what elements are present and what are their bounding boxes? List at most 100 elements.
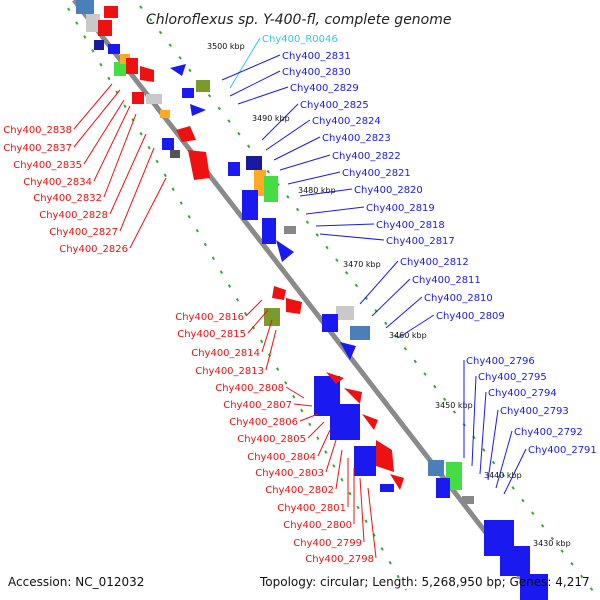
tick-labels: 3500 kbp 3490 kbp 3480 kbp 3470 kbp 3460… — [207, 42, 571, 548]
leader-line — [245, 299, 263, 317]
gene-label-right[interactable]: Chy400_2829 — [290, 83, 359, 94]
gene-label-right[interactable]: Chy400_2812 — [400, 257, 469, 268]
leader-line — [247, 309, 269, 334]
gene-label-left[interactable]: Chy400_2828 — [39, 210, 108, 221]
tick-label: 3460 kbp — [389, 331, 427, 340]
gene-block — [322, 314, 338, 332]
gene-label-left[interactable]: Chy400_2803 — [255, 468, 324, 479]
gene-label-right[interactable]: Chy400_2791 — [528, 445, 597, 456]
leader-line — [317, 429, 331, 457]
gene-block — [98, 20, 112, 36]
tick-line-right — [139, 5, 600, 600]
leader-line — [285, 386, 305, 399]
gene-arrow — [140, 66, 154, 82]
gene-label-left[interactable]: Chy400_2826 — [59, 244, 128, 255]
gene-block — [170, 150, 180, 158]
gene-label-right[interactable]: Chy400_2822 — [332, 151, 401, 162]
leader-line — [359, 477, 365, 543]
leader-line — [315, 223, 375, 227]
gene-label-left[interactable]: Chy400_2814 — [191, 348, 260, 359]
gene-label-left[interactable]: Chy400_2816 — [175, 312, 244, 323]
gene-block — [254, 170, 266, 196]
gene-block — [162, 138, 174, 150]
gene-arrow — [188, 150, 210, 180]
leader-line — [367, 487, 377, 559]
tick-label: 3470 kbp — [343, 260, 381, 269]
gene-label-right[interactable]: Chy400_2830 — [282, 67, 351, 78]
leader-line — [265, 119, 311, 151]
leader-line — [265, 329, 277, 371]
gene-block — [264, 308, 280, 326]
gene-block — [350, 326, 370, 340]
gene-label-left[interactable]: Chy400_2838 — [3, 125, 72, 136]
leader-line — [319, 233, 385, 241]
gene-label-right[interactable]: Chy400_2824 — [312, 116, 381, 127]
tick-label: 3450 kbp — [435, 401, 473, 410]
leader-line — [229, 37, 261, 89]
gene-label-right[interactable]: Chy400_2819 — [366, 203, 435, 214]
gene-label-left[interactable]: Chy400_2802 — [265, 485, 334, 496]
leader-lines — [73, 37, 527, 559]
gene-label-left[interactable]: Chy400_2813 — [195, 366, 264, 377]
leader-line — [103, 113, 137, 198]
gene-block — [246, 156, 262, 170]
gene-label-right[interactable]: Chy400_2811 — [412, 275, 481, 286]
gene-label-left[interactable]: Chy400_2815 — [177, 329, 246, 340]
gene-block — [120, 54, 130, 64]
gene-label-right[interactable]: Chy400_2817 — [386, 236, 455, 247]
gene-block — [196, 80, 210, 92]
gene-block — [242, 190, 258, 220]
gene-label-right[interactable]: Chy400_R0046 — [262, 34, 338, 45]
gene-label-left[interactable]: Chy400_2806 — [229, 417, 298, 428]
gene-block — [336, 306, 354, 320]
leader-line — [487, 409, 499, 481]
leader-line — [299, 413, 319, 422]
gene-label-left[interactable]: Chy400_2799 — [293, 538, 362, 549]
gene-label-left[interactable]: Chy400_2804 — [247, 452, 316, 463]
gene-label-left[interactable]: Chy400_2800 — [283, 520, 352, 531]
gene-label-left[interactable]: Chy400_2837 — [3, 143, 72, 154]
leader-line — [279, 154, 331, 171]
tick-lines — [67, 5, 600, 600]
gene-label-right[interactable]: Chy400_2794 — [488, 388, 557, 399]
gene-label-left[interactable]: Chy400_2801 — [277, 503, 346, 514]
leader-line — [371, 278, 411, 317]
gene-label-right[interactable]: Chy400_2823 — [322, 133, 391, 144]
gene-arrow — [326, 372, 344, 384]
gene-block — [108, 44, 120, 54]
gene-label-right[interactable]: Chy400_2818 — [376, 220, 445, 231]
gene-block — [520, 574, 548, 600]
gene-block — [264, 176, 278, 202]
gene-block — [428, 460, 444, 476]
leader-line — [229, 70, 281, 97]
gene-label-left[interactable]: Chy400_2808 — [215, 383, 284, 394]
gene-label-right[interactable]: Chy400_2793 — [500, 406, 569, 417]
gene-label-left[interactable]: Chy400_2832 — [33, 193, 102, 204]
gene-label-left[interactable]: Chy400_2805 — [237, 434, 306, 445]
feature-blocks — [76, 0, 548, 600]
gene-label-left[interactable]: Chy400_2807 — [223, 400, 292, 411]
gene-arrow — [170, 64, 186, 76]
gene-label-right[interactable]: Chy400_2825 — [300, 100, 369, 111]
gene-arrow — [176, 126, 196, 142]
gene-label-right[interactable]: Chy400_2809 — [436, 311, 505, 322]
leader-line — [325, 439, 337, 473]
gene-label-left[interactable]: Chy400_2834 — [23, 177, 92, 188]
gene-arrow — [340, 342, 356, 360]
gene-label-right[interactable]: Chy400_2796 — [466, 356, 535, 367]
gene-label-right[interactable]: Chy400_2820 — [354, 185, 423, 196]
gene-label-right[interactable]: Chy400_2792 — [514, 427, 583, 438]
gene-label-right[interactable]: Chy400_2810 — [424, 293, 493, 304]
gene-label-left[interactable]: Chy400_2835 — [13, 160, 82, 171]
gene-label-right[interactable]: Chy400_2831 — [282, 51, 351, 62]
gene-label-left[interactable]: Chy400_2827 — [49, 227, 118, 238]
gene-label-right[interactable]: Chy400_2795 — [478, 372, 547, 383]
gene-block — [354, 446, 376, 476]
leader-line — [273, 136, 321, 161]
gene-label-right[interactable]: Chy400_2821 — [342, 168, 411, 179]
gene-arrow — [376, 440, 394, 472]
gene-label-left[interactable]: Chy400_2798 — [305, 554, 374, 565]
gene-block — [462, 496, 474, 504]
gene-block — [182, 88, 194, 98]
tick-label: 3490 kbp — [252, 114, 290, 123]
